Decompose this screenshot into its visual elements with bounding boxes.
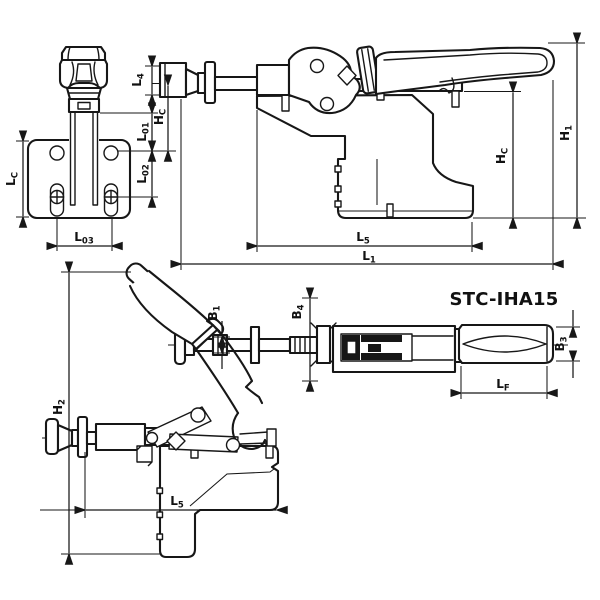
spindle-rod <box>85 430 98 446</box>
top-view <box>168 322 568 374</box>
spindle-flange <box>76 415 89 459</box>
arm-slot <box>77 101 91 110</box>
dim-label-hc-front: HC <box>152 109 169 125</box>
dim-label-l4: L4 <box>130 73 147 87</box>
dim-label-l02: L02 <box>135 164 152 184</box>
handle-grip-inner <box>383 52 548 83</box>
dimension-lf: LF <box>450 366 558 399</box>
serration-nub <box>156 533 164 541</box>
body-slot <box>340 333 413 362</box>
dimension-b1: B1 <box>206 305 230 369</box>
dimension-l03: L03 <box>46 218 123 251</box>
dim-label-l5-side: L5 <box>356 230 370 247</box>
plate-bend-contour <box>189 468 275 507</box>
pivot-pin <box>145 431 159 445</box>
dim-label-b3: B3 <box>553 336 570 351</box>
arm-rails <box>69 111 99 206</box>
rod-end-bracket <box>266 428 277 447</box>
dimension-hc-side: HC <box>464 81 521 229</box>
pivot-pin <box>309 58 325 74</box>
rod <box>257 337 292 353</box>
toggle-linkage <box>287 46 361 115</box>
serration-nub <box>334 185 342 193</box>
dimension-l5-side: L5 <box>246 110 483 252</box>
washer <box>249 325 261 365</box>
dimension-b3: B3 <box>553 310 580 378</box>
cylinder-body <box>255 63 291 97</box>
dim-label-hc-side: HC <box>494 148 511 164</box>
screw-head <box>49 189 119 205</box>
spindle-flange <box>203 60 217 105</box>
handle-grip-open <box>128 269 225 351</box>
dim-label-b4: B4 <box>290 304 307 319</box>
mounting-hole <box>103 145 119 161</box>
dim-label-l01: L01 <box>135 122 152 142</box>
dimension-h2: H2 <box>51 261 161 565</box>
square-pin <box>337 65 357 86</box>
dimension-l1: L1 <box>170 80 564 270</box>
dim-label-l03: L03 <box>74 230 94 247</box>
swivel-cone <box>56 423 74 453</box>
dim-label-b1: B1 <box>206 305 223 320</box>
arm-end-pin <box>451 90 460 108</box>
product-title: STC-IHA15 <box>450 289 559 310</box>
pivot-pin <box>319 96 335 112</box>
dim-label-lf: LF <box>496 377 510 394</box>
foot-pad <box>158 61 188 99</box>
pivot-pin <box>190 407 206 423</box>
dim-label-h1: H1 <box>558 125 575 141</box>
dimension-l4: L4 <box>130 55 160 106</box>
grip-contour <box>462 326 548 362</box>
swivel-cone <box>184 67 200 97</box>
dimension-hc-front: HC <box>152 74 173 162</box>
handle-grip <box>374 46 556 96</box>
foot-pad <box>44 417 60 456</box>
front-flange <box>315 324 332 365</box>
dimension-l5-open: L5 <box>40 452 288 518</box>
spindle-rod <box>213 75 260 92</box>
handle-lever-arm <box>194 329 264 415</box>
dimension-b4: B4 <box>290 287 318 392</box>
grip-collar <box>191 324 218 350</box>
serration-nub <box>156 487 164 495</box>
square-pin <box>166 431 186 451</box>
arm-bar-mask <box>69 112 99 204</box>
dimension-l02: L02 <box>135 140 157 208</box>
dim-label-h2: H2 <box>51 399 68 415</box>
threaded-section <box>288 335 319 355</box>
serration-nub <box>334 165 342 173</box>
mounting-bracket <box>255 93 475 220</box>
serration-nub <box>334 200 342 208</box>
dim-label-lc: LC <box>4 172 21 186</box>
lever-boss <box>231 411 267 451</box>
pivot-pin <box>225 437 241 453</box>
base-pin <box>386 203 394 218</box>
dim-label-l1: L1 <box>362 249 376 266</box>
side-view-open <box>42 262 280 559</box>
dimension-lc: LC <box>4 130 29 228</box>
arm-block <box>67 97 101 114</box>
serration-nub <box>156 511 164 519</box>
handle-top-view <box>457 323 555 365</box>
arm-front-pin <box>281 94 290 112</box>
dim-label-l5-open: L5 <box>170 494 184 511</box>
side-view-closed <box>152 45 586 220</box>
handle-knob-end-view <box>58 45 109 114</box>
dimension-h1: H1 <box>548 32 585 229</box>
front-view <box>26 45 132 220</box>
pivot-bracket <box>136 445 153 467</box>
mounting-hole <box>49 145 65 161</box>
